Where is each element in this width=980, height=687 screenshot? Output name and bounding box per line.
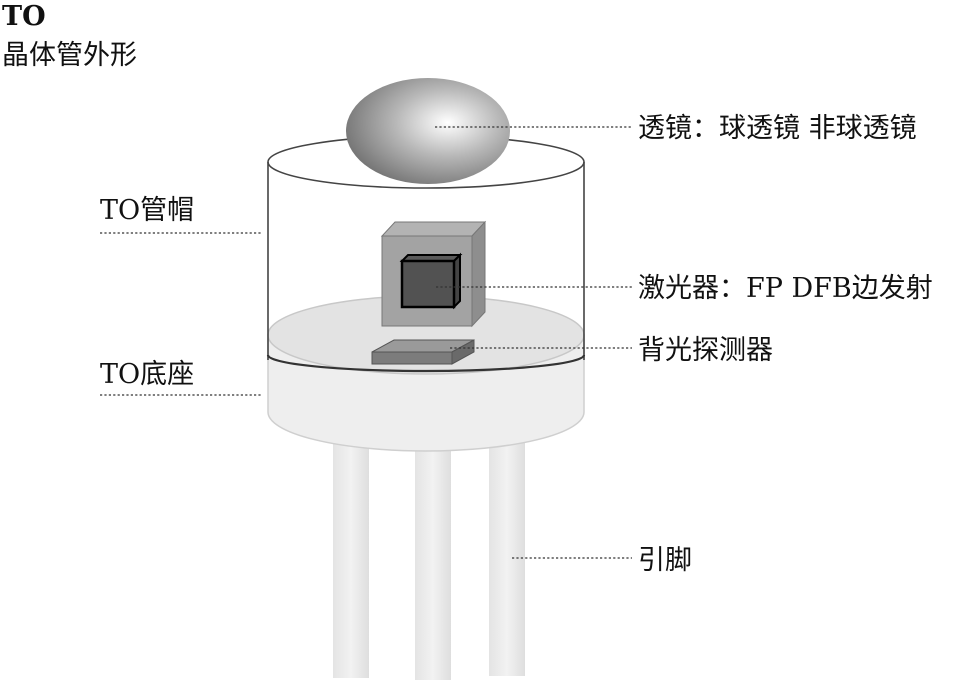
pin-right: [489, 420, 525, 676]
label-laser: 激光器：FP DFB边发射: [638, 273, 933, 304]
monitor-photodiode: [371, 339, 475, 365]
title-line2: 晶体管外形: [2, 40, 137, 71]
laser-chip: [399, 252, 463, 310]
label-cap: TO管帽: [100, 195, 194, 226]
pin-middle: [415, 420, 451, 680]
lens: [346, 78, 510, 184]
label-base: TO底座: [100, 359, 194, 390]
label-monitor: 背光探测器: [638, 335, 773, 366]
cap-bottom-rim: [266, 354, 586, 373]
label-pins: 引脚: [638, 545, 692, 576]
pin-left: [333, 420, 369, 678]
label-lens: 透镜：球透镜 非球透镜: [638, 113, 917, 144]
pins: [333, 420, 525, 680]
to-cap: [266, 135, 586, 373]
leader-lines: [100, 126, 632, 559]
title-line1: TO: [2, 1, 46, 32]
